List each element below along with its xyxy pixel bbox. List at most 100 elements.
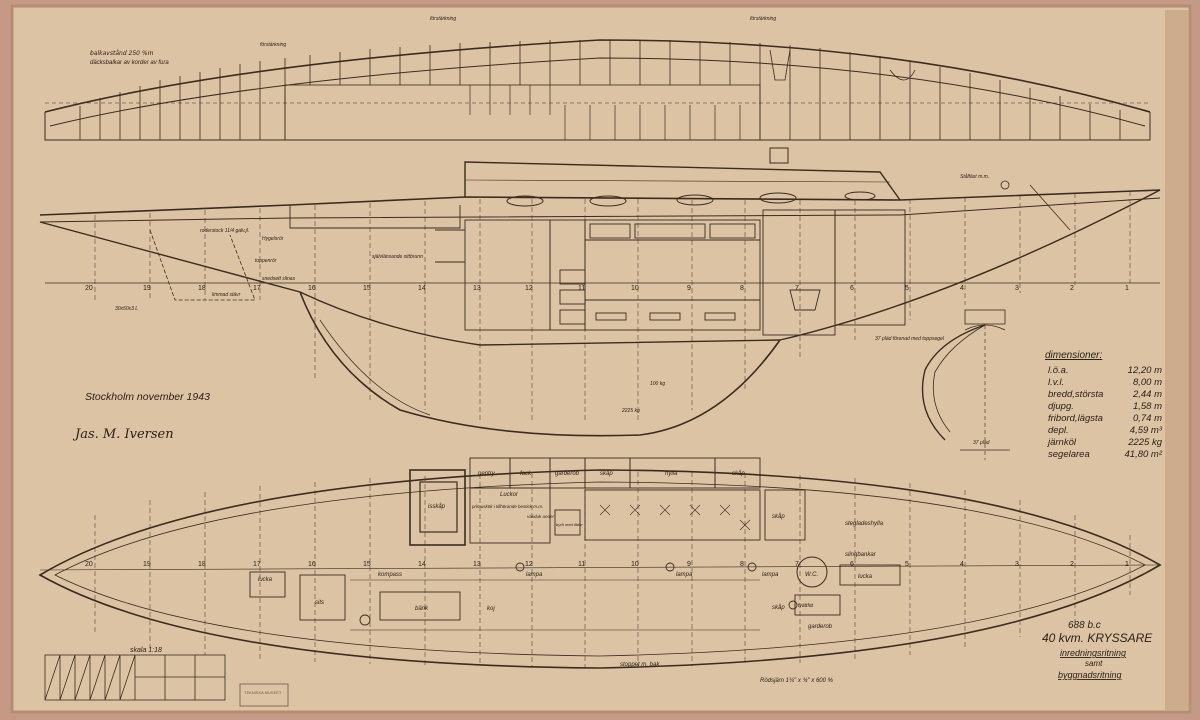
- label-lampa2: lampa: [676, 572, 693, 578]
- label-lampa3: lampa: [762, 572, 779, 578]
- paper: [12, 6, 1190, 712]
- frame-number: 10: [631, 285, 639, 292]
- label-tvattfat: tvättfat: [798, 603, 814, 609]
- dim-label: fribord,lägsta: [1048, 413, 1103, 424]
- frame-number: 2: [1070, 285, 1074, 292]
- dim-value: 8,00 m: [1133, 377, 1162, 388]
- label-koj: koj: [487, 606, 495, 612]
- dim-label: bredd,största: [1048, 389, 1103, 400]
- label-kompass: kompass: [378, 572, 402, 578]
- museum-stamp: [239, 683, 289, 707]
- frame-number: 17: [253, 561, 261, 568]
- label-primuskok: primuskök i tillhörande bestick m.m.: [471, 504, 543, 509]
- cushion-crosses: [599, 504, 751, 531]
- scale-bar: [44, 654, 226, 701]
- title-line2: samt: [1085, 659, 1103, 668]
- frame-number: 13: [473, 285, 481, 292]
- label-skap2: skåp: [732, 470, 745, 477]
- label-hylla: hylla: [665, 471, 678, 477]
- frame-number: 2: [1070, 561, 1074, 568]
- frame-number: 15: [363, 561, 371, 568]
- note-sjalvlansande: självlänsande sittbrunn: [372, 254, 423, 260]
- note-hygelsror: Hygelsrör: [262, 236, 284, 242]
- deck-plan: [44, 39, 1151, 141]
- label-pentry: pentry: [477, 471, 496, 477]
- paper-stain-right: [1165, 10, 1190, 710]
- note-hoppenror: toppenrör: [255, 258, 277, 264]
- frame-number: 4: [960, 285, 964, 292]
- dim-label: segelarea: [1048, 449, 1090, 460]
- accommodation-plan: [38, 457, 1162, 669]
- frame-number: 19: [143, 285, 151, 292]
- frame-number: 1: [1125, 285, 1129, 292]
- dim-value: 2225 kg: [1127, 437, 1163, 448]
- title-line3: byggnadsritning: [1058, 670, 1122, 680]
- frame-number: 14: [418, 561, 426, 568]
- label-garderob: garderob: [555, 471, 580, 477]
- frame-number: 3: [1015, 561, 1019, 568]
- label-skap3: skåp: [772, 513, 785, 520]
- frame-number: 1: [1125, 561, 1129, 568]
- dim-label: l.v.l.: [1048, 377, 1064, 388]
- frame-numbers-plan: 20 19 18 17 16 15 14 13 12 11 10 9 8 7 6…: [85, 561, 1129, 568]
- frame-number: 9: [687, 285, 691, 292]
- frame-number: 11: [578, 561, 585, 568]
- note-rodertrunk: roderstock 11/4 galv.jl.: [200, 228, 249, 234]
- deck-note-dackbalkar: däcksbalkar av korder av fura: [90, 60, 169, 66]
- museum-stamp-text: TEKNISKA MUSEET: [244, 690, 282, 695]
- dim-value: 2,44 m: [1132, 389, 1162, 400]
- signature: Jas. M. Iversen: [72, 427, 174, 442]
- frame-number: 16: [308, 561, 316, 568]
- label-byra-lada: byrå med lådor: [556, 522, 583, 527]
- frame-number: 15: [363, 285, 371, 292]
- note-pald: 37 pläd: [973, 440, 990, 446]
- frame-number: 20: [85, 285, 93, 292]
- note-rorsdetalj: 30x50x3 L: [115, 306, 138, 312]
- frame-number: 12: [525, 285, 533, 292]
- frame-numbers-profile: 20 19 18 17 16 15 14 13 12 11 10 9 8 7 6…: [85, 285, 1129, 292]
- label-fack: fack: [520, 471, 532, 477]
- plan-furniture: [249, 457, 901, 631]
- frame-number: 10: [631, 561, 639, 568]
- deck-note-forstarkning-b: förstärkning: [430, 16, 456, 22]
- label-garderob2: garderob: [808, 624, 833, 630]
- frame-number: 6: [850, 561, 854, 568]
- interior-profile: [435, 209, 906, 336]
- label-lampa1: lampa: [526, 572, 543, 578]
- midship-section: 37 pläd: [921, 309, 1010, 460]
- dim-value: 41,80 m²: [1125, 449, 1163, 460]
- title-number: 688 b.c: [1068, 620, 1101, 631]
- frame-number: 9: [687, 561, 691, 568]
- label-luckor: Luckor: [500, 492, 519, 498]
- label-isskap: isskåp: [428, 503, 446, 510]
- dim-label: djupg.: [1048, 401, 1074, 412]
- place-date: Stockholm november 1943: [85, 391, 210, 403]
- dim-label: depl.: [1048, 425, 1069, 436]
- label-stegladeshylla: stegladeshylla: [845, 521, 884, 527]
- frame-number: 16: [308, 285, 316, 292]
- title-block: 688 b.c 40 kvm. KRYSSARE inredningsritni…: [1042, 620, 1153, 680]
- note-sail-sect: 37 pläd förenad med toppsegel: [875, 336, 945, 342]
- frame-number: 11: [578, 285, 585, 292]
- frame-number: 18: [198, 285, 206, 292]
- frame-number: 18: [198, 561, 206, 568]
- title-line1: inredningsritning: [1060, 648, 1126, 658]
- plan-labels: pentry fack garderob skåp hylla skåp iss…: [258, 470, 884, 684]
- frame-number: 19: [143, 561, 151, 568]
- label-sits: sits: [315, 600, 324, 606]
- frame-number: 3: [1015, 285, 1019, 292]
- label-skap4: skåp: [772, 604, 785, 611]
- label-bank: bänk: [415, 606, 429, 612]
- label-vaxduk: vaxduk under: [527, 514, 555, 519]
- title-boat: 40 kvm. KRYSSARE: [1042, 631, 1153, 645]
- frame-number: 12: [525, 561, 533, 568]
- deck-beams: [79, 40, 1121, 140]
- plan-stations: [94, 472, 1131, 667]
- dim-value: 1,58 m: [1133, 401, 1162, 412]
- label-wc: W.C.: [805, 572, 818, 578]
- profile-notes: roderstock 11/4 galv.jl. Hygelsrör toppe…: [115, 173, 989, 414]
- label-skap1: skåp: [600, 470, 613, 477]
- frame-number: 13: [473, 561, 481, 568]
- label-ratt: Rödsjärn 1¼" x ¾" x 600 %: [760, 678, 834, 684]
